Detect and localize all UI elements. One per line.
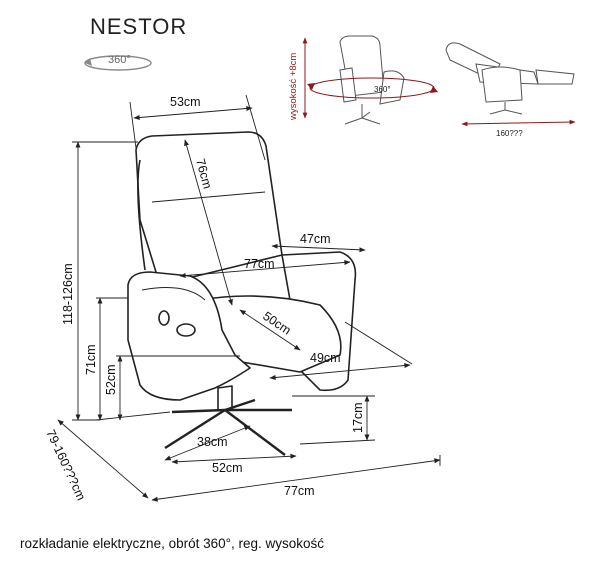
dim-base-depth: 38cm xyxy=(197,435,228,449)
dim-total-depth: 79-160???cm xyxy=(43,427,88,502)
dim-base-width: 52cm xyxy=(212,461,243,475)
dim-base-height: 17cm xyxy=(351,402,365,433)
rotation-label: 360° xyxy=(108,54,131,66)
dim-arm-span: 77cm xyxy=(244,257,275,271)
dim-total-height: 118-126cm xyxy=(61,263,75,325)
product-title: NESTOR xyxy=(90,14,188,39)
dim-total-width: 77cm xyxy=(284,484,315,498)
product-caption: rozkładanie elektryczne, obrót 360°, reg… xyxy=(20,536,325,551)
inset-rotation-view: wysokość +8cm 360° xyxy=(288,35,438,125)
dim-seat-depth-top: 47cm xyxy=(300,232,331,246)
inset-height-adjust: wysokość +8cm xyxy=(288,53,299,121)
inset-rotation: 360° xyxy=(374,85,391,94)
inset-recline-view: 160??? xyxy=(445,42,576,138)
dim-arm-height: 71cm xyxy=(84,344,98,375)
control-button-left xyxy=(158,310,170,326)
control-button-right xyxy=(176,323,196,337)
rotate-360-icon xyxy=(84,55,152,71)
dimension-lines xyxy=(57,94,441,502)
chair-drawing xyxy=(127,131,357,456)
inset-recline: 160??? xyxy=(496,129,523,138)
dim-seat-width: 49cm xyxy=(310,351,341,365)
dim-seat-height: 52cm xyxy=(104,364,118,395)
star-base xyxy=(164,398,292,456)
base-column xyxy=(217,385,233,411)
dim-back-width: 53cm xyxy=(170,95,201,109)
